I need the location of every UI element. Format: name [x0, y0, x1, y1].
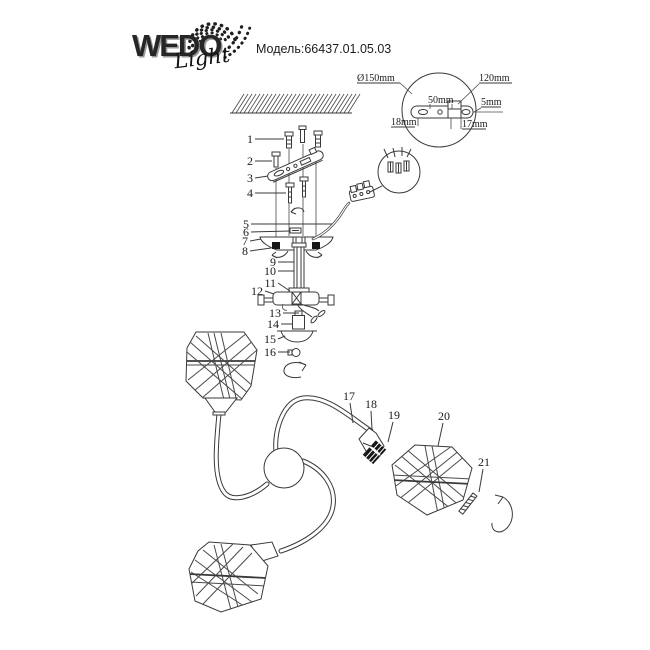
- part-label-20: 20: [438, 409, 450, 423]
- rotate-arrow-icon: [491, 496, 513, 533]
- dim-hole-spacing: 50mm: [428, 95, 454, 106]
- part-label-7: 7: [242, 234, 248, 248]
- part-label-10: 10: [264, 264, 276, 278]
- part-label-12: 12: [251, 284, 263, 298]
- part-label-4: 4: [247, 186, 253, 200]
- center-sphere: [263, 447, 305, 489]
- part-label-14: 14: [267, 317, 279, 331]
- part-label-18: 18: [365, 397, 377, 411]
- wall-anchors: [271, 125, 323, 168]
- part-labels: 1 2 3 4 5 6 7 8 9 10 11 12 13 1: [242, 132, 490, 493]
- dim-right-slot: 17mm: [462, 119, 488, 130]
- down-tube: [288, 242, 310, 293]
- bracket-top-view: [410, 100, 503, 119]
- part-label-17: 17: [343, 389, 355, 403]
- part-label-13: 13: [269, 306, 281, 320]
- part-label-6: 6: [243, 225, 249, 239]
- terminal-magnifier: [369, 147, 421, 194]
- part-label-2: 2: [247, 154, 253, 168]
- part-label-3: 3: [247, 171, 253, 185]
- ceiling-hatch-lines: [231, 93, 361, 114]
- dim-diameter: Ø150mm: [357, 73, 395, 84]
- part-label-8: 8: [242, 244, 248, 258]
- peacock-fan-icon: [187, 20, 252, 60]
- lock-nut-right: [312, 242, 320, 249]
- brand-name: WEDO: [132, 28, 222, 63]
- lamp-socket: [362, 440, 387, 465]
- finial: [283, 348, 307, 379]
- part-label-16: 16: [264, 345, 276, 359]
- arm-bracket: [257, 291, 335, 311]
- shade-bottom: [188, 541, 279, 613]
- dim-width: 120mm: [479, 73, 510, 84]
- terminal-block: [348, 180, 375, 202]
- lock-nut-left: [272, 242, 280, 249]
- dim-edge: 5mm: [481, 97, 502, 108]
- ceiling-hatch: [230, 93, 361, 114]
- shade-screw: [458, 492, 513, 533]
- shade-top-left: [185, 331, 258, 416]
- terminal-wire: [311, 201, 351, 241]
- part-label-5: 5: [243, 217, 249, 231]
- shade-exploded: [391, 444, 473, 516]
- long-screws: [285, 176, 309, 215]
- wires-connectors: [296, 303, 326, 324]
- part-label-1: 1: [247, 132, 253, 146]
- mounting-bar: [267, 146, 324, 183]
- part-label-9: 9: [270, 255, 276, 269]
- socket-cylinder: [292, 310, 305, 330]
- screw-2: [271, 151, 281, 157]
- alignment-lines: [275, 144, 317, 241]
- dimension-circle: Ø150mm 120mm 50mm 5mm 18mm 17mm: [357, 72, 512, 148]
- dim-left-slot: 18mm: [391, 117, 417, 128]
- brand-logo: WEDO Light: [130, 10, 260, 80]
- model-number: Модель:66437.01.05.03: [256, 42, 392, 56]
- part-label-21: 21: [478, 455, 490, 469]
- part-label-11: 11: [264, 276, 276, 290]
- part-label-19: 19: [388, 408, 400, 422]
- rotate-arrow-icon: [283, 362, 307, 379]
- part-label-15: 15: [264, 332, 276, 346]
